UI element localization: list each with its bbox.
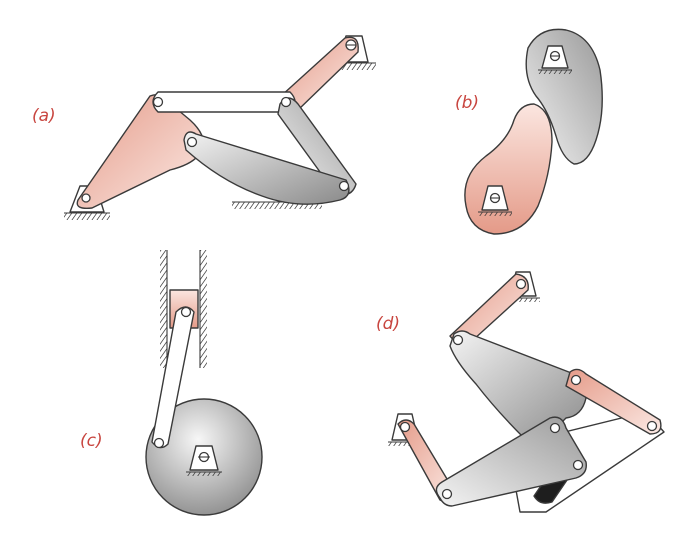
pivot-pin <box>152 96 164 108</box>
ground-support-b-bottom <box>478 185 512 216</box>
coupler-bar-a <box>152 91 296 113</box>
ground-support-b-top <box>538 45 572 74</box>
pivot-pin <box>186 136 198 148</box>
pivot-pin <box>180 306 192 318</box>
crank-link-d-top <box>449 273 529 351</box>
pivot-pin <box>441 488 453 500</box>
panel-label-b: (b) <box>455 93 479 113</box>
connecting-link-d <box>565 368 662 435</box>
pivot-pin <box>515 278 527 290</box>
panel-label-c: (c) <box>80 431 103 451</box>
panel-c: (c) <box>80 250 263 516</box>
pivot-pin <box>153 437 165 449</box>
panel-label-d: (d) <box>376 314 400 334</box>
pivot-pin <box>81 193 91 203</box>
pivot-pin <box>570 374 582 386</box>
panel-d: (d) <box>376 271 665 513</box>
pivot-pin <box>452 334 464 346</box>
curved-body-a <box>183 131 350 205</box>
pivot-pin <box>549 422 561 434</box>
panel-b: (b) <box>455 28 603 235</box>
panel-a: (a) <box>32 35 376 220</box>
slider-guide-c <box>160 250 207 368</box>
pivot-pin <box>280 96 292 108</box>
ground-support-c <box>186 445 222 476</box>
pivot-pin <box>646 420 658 432</box>
pivot-pin <box>399 421 411 433</box>
pivot-pin <box>572 459 584 471</box>
crank-link-a <box>280 36 359 111</box>
bottom-plate-d <box>435 416 587 507</box>
panel-label-a: (a) <box>32 106 56 126</box>
pivot-pin <box>338 180 350 192</box>
